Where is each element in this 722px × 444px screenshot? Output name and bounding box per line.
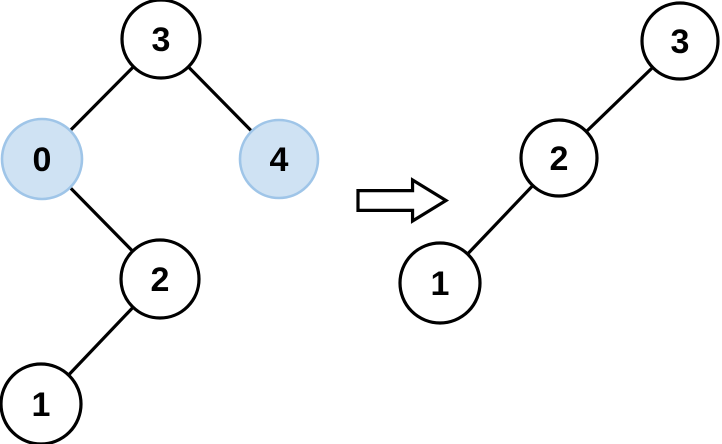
node-circle — [519, 118, 599, 198]
tree-node-output-2[interactable]: 2 — [519, 118, 599, 198]
node-circle — [398, 241, 482, 325]
tree-node-input-1[interactable]: 1 — [0, 362, 83, 444]
node-value-label: 2 — [151, 261, 170, 299]
node-value-label: 2 — [550, 140, 569, 178]
node-circle — [120, 0, 202, 80]
node-circle — [119, 238, 201, 320]
tree-node-input-4[interactable]: 4 — [238, 118, 320, 200]
tree-node-input-2[interactable]: 2 — [119, 238, 201, 320]
node-circle — [640, 1, 720, 81]
tree-node-input-3[interactable]: 3 — [120, 0, 202, 80]
node-circle-highlighted — [0, 117, 84, 201]
transform-arrow-icon — [356, 177, 450, 224]
node-circle-highlighted — [238, 118, 320, 200]
edges-layer — [66, 64, 655, 377]
tree-node-output-1[interactable]: 1 — [398, 241, 482, 325]
tree-edge-L3-L0 — [68, 64, 136, 133]
node-value-label: 1 — [32, 386, 51, 424]
node-value-label: 3 — [671, 23, 690, 61]
tree-edge-R2-R1 — [465, 183, 535, 256]
node-value-label: 4 — [270, 141, 289, 179]
tree-node-input-0[interactable]: 0 — [0, 117, 84, 201]
tree-edge-L0-L2 — [68, 185, 135, 254]
tree-edge-R3-R2 — [584, 65, 655, 134]
tree-edge-L2-L1 — [66, 305, 135, 377]
node-value-label: 3 — [152, 21, 171, 59]
tree-node-output-3[interactable]: 3 — [640, 1, 720, 81]
node-value-label: 0 — [33, 141, 52, 179]
tree-edge-L3-L4 — [186, 64, 254, 134]
arrow-layer — [356, 177, 450, 224]
node-value-label: 1 — [431, 265, 450, 303]
node-circle — [0, 362, 83, 444]
